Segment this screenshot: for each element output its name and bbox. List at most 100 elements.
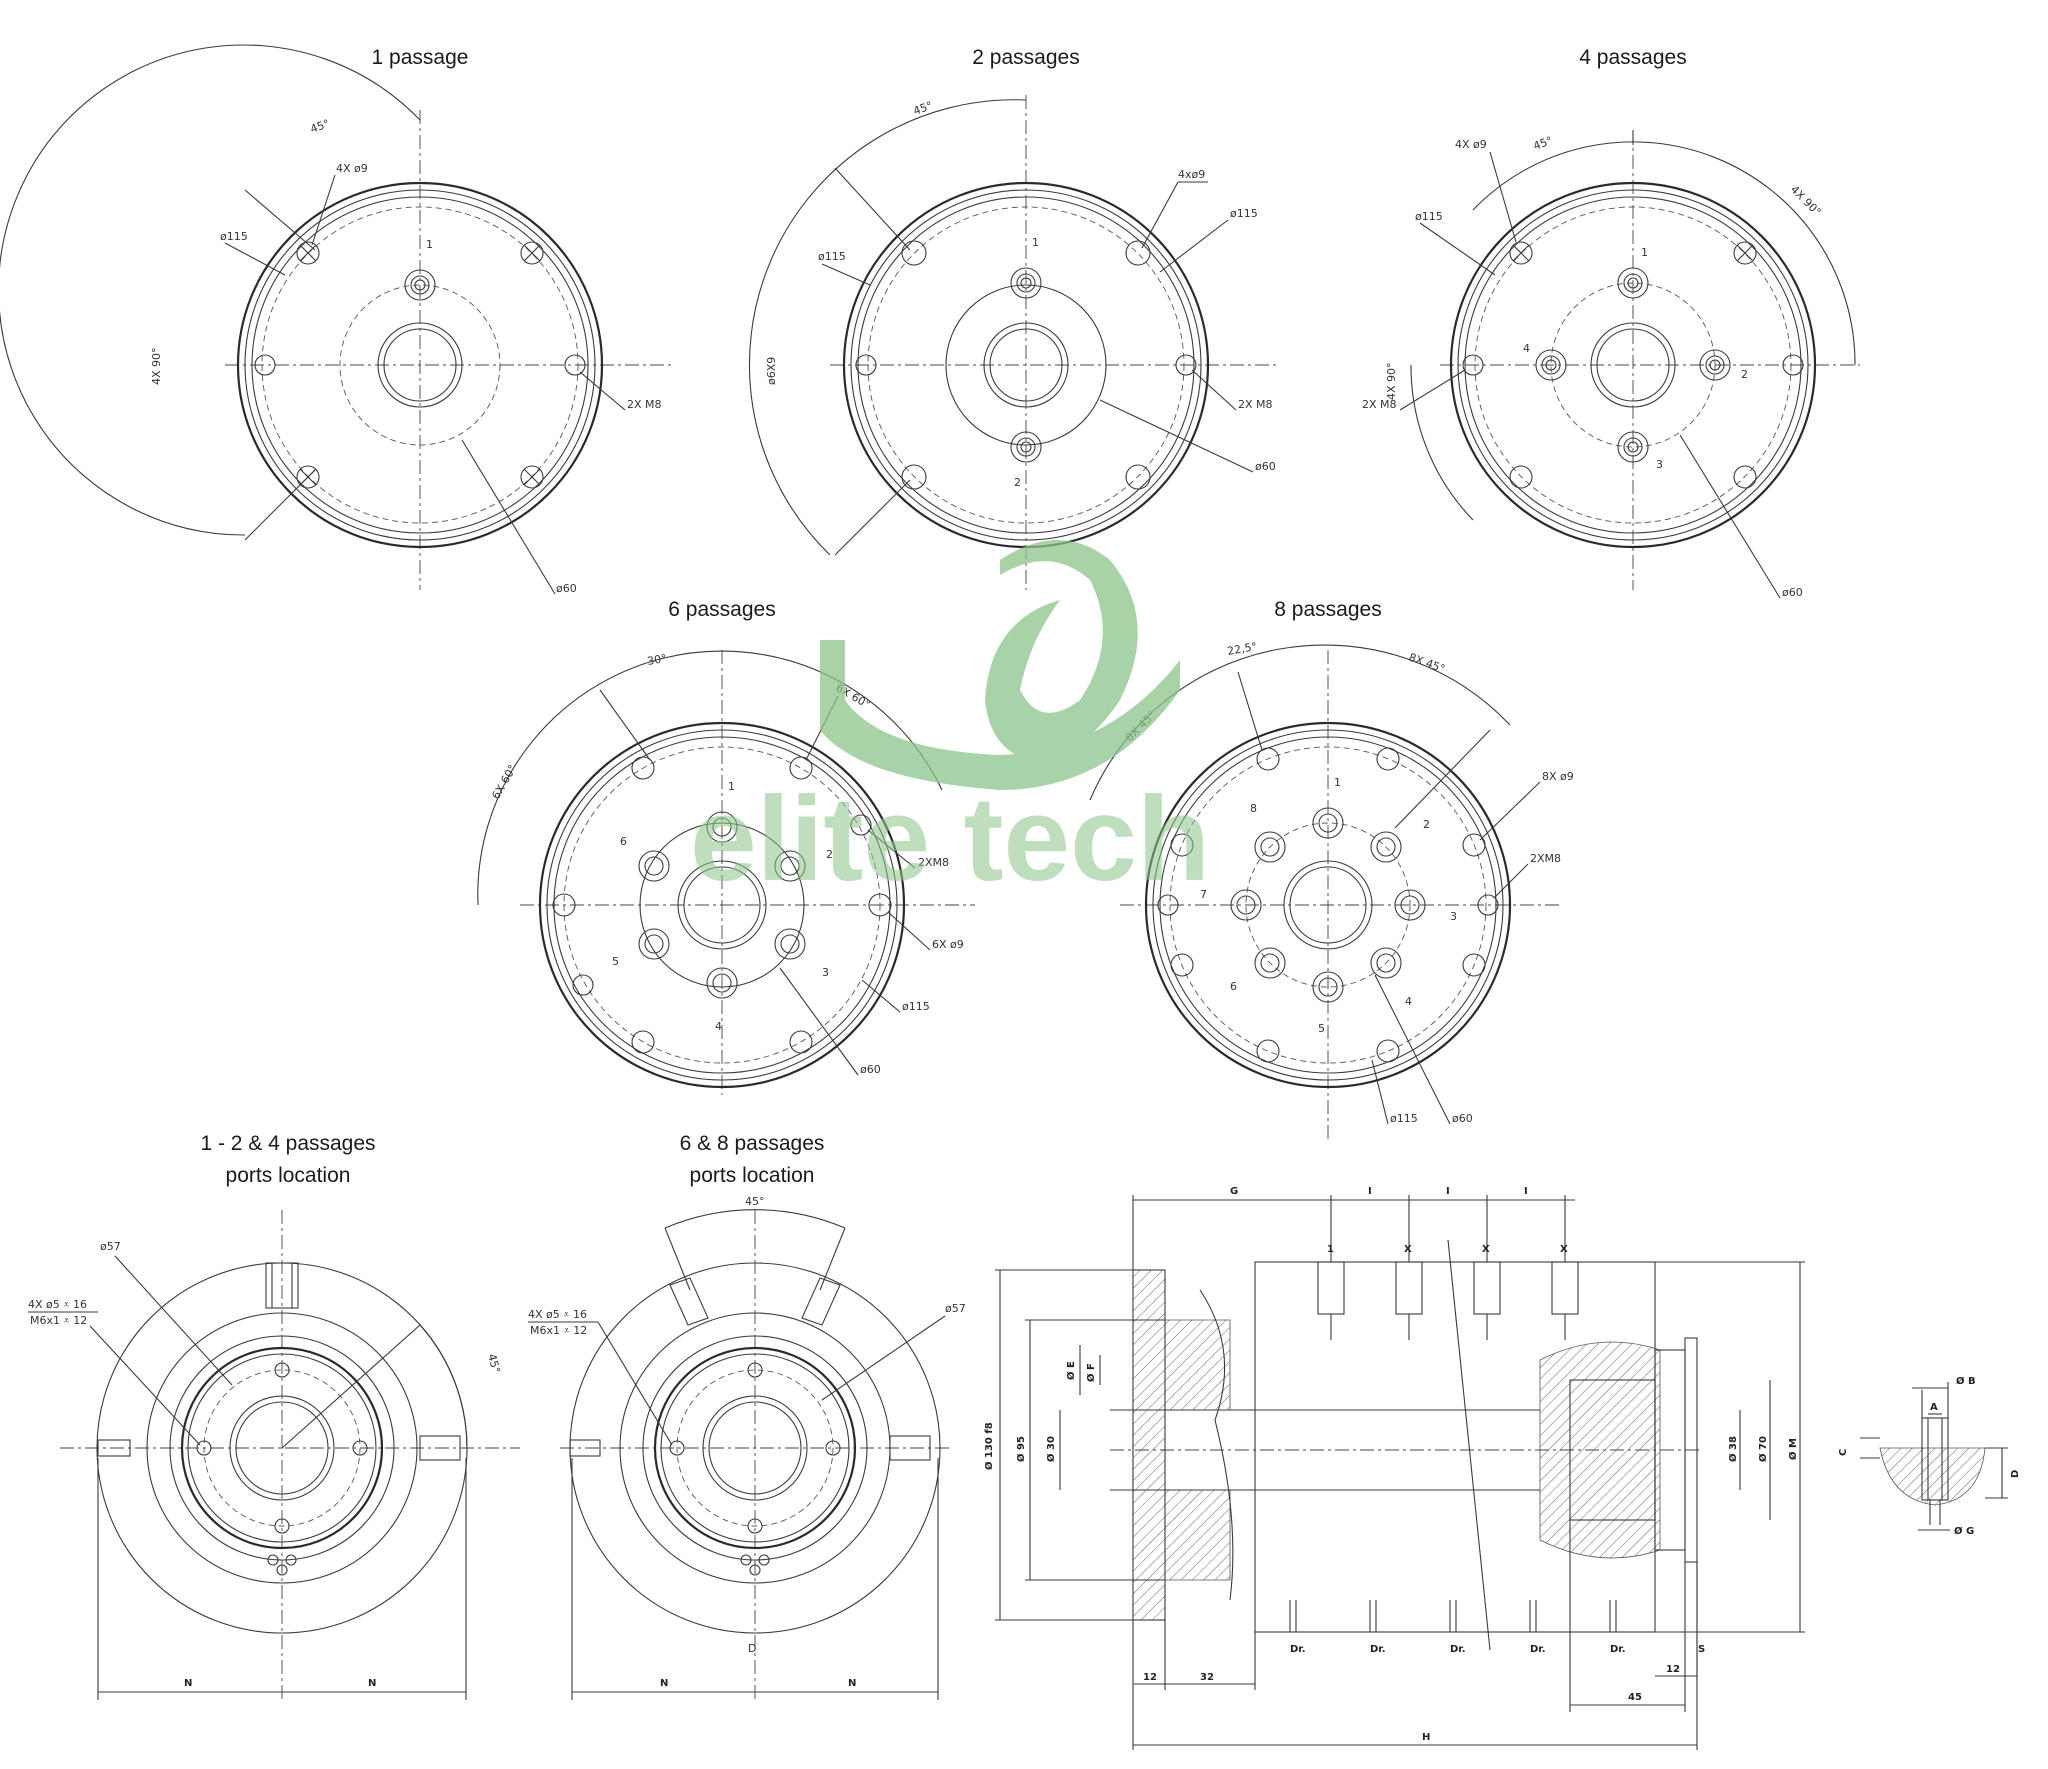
dim-60: ø60 (556, 582, 577, 595)
view-ports-124: ø57 4X ø5 ⩡ 16 M6x1 ⩡ 12 45° N N (28, 1210, 520, 1700)
dim-115: ø115 (902, 1000, 930, 1013)
dim-4x90: 4X 90° (1385, 362, 1398, 400)
ports-8 (1230, 807, 1426, 1003)
dim-115: ø115 (1390, 1112, 1418, 1125)
dim-m8: 2XM8 (918, 856, 949, 869)
port-2: 2 (1014, 476, 1021, 489)
dim-h: H (1422, 1732, 1430, 1743)
port-3: 3 (822, 966, 829, 979)
port-4: 4 (1523, 342, 1530, 355)
title-4-passages: 4 passages (1579, 46, 1686, 69)
dim-i: I (1524, 1186, 1528, 1197)
port-4: 4 (1405, 995, 1412, 1008)
port-2: 2 (826, 848, 833, 861)
dim-45: 45° (912, 99, 935, 118)
drain-label: Dr. (1450, 1644, 1466, 1655)
dim-4x90: 4X 90° (1788, 183, 1824, 219)
title-ports-68-sub: ports location (690, 1164, 815, 1187)
dim-60: ø60 (1452, 1112, 1473, 1125)
port-7: 7 (1200, 888, 1207, 901)
dim-4x9: 4xø9 (1178, 168, 1205, 181)
dim-g: G (1230, 1186, 1238, 1197)
dim-45: 45° (745, 1195, 765, 1208)
port-1: 1 (1641, 246, 1648, 259)
port-1: 1 (728, 780, 735, 793)
title-8-passages: 8 passages (1274, 598, 1381, 621)
dim-115: ø115 (818, 250, 846, 263)
port-1: 1 (1032, 236, 1039, 249)
dim-60: ø60 (1255, 460, 1276, 473)
title-2-passages: 2 passages (972, 46, 1079, 69)
dim-m: Ø M (1787, 1438, 1799, 1460)
port-2: 2 (1423, 818, 1430, 831)
detail-view: Ø B A C D Ø G (1838, 1375, 2021, 1537)
dim-45: 45° (309, 117, 332, 136)
title-ports-124: 1 - 2 & 4 passages (200, 1132, 375, 1155)
dim-12: 12 (1666, 1664, 1680, 1675)
dim-4x9: 4X ø9 (1455, 138, 1487, 151)
dim-n-right: N (848, 1678, 856, 1689)
dim-a: A (1930, 1402, 1938, 1413)
dim-115: ø115 (1230, 207, 1258, 220)
dim-57: ø57 (100, 1240, 121, 1253)
dim-f: Ø F (1085, 1363, 1097, 1382)
dim-45: 45 (1628, 1692, 1642, 1703)
dim-6x9: ø6X9 (765, 357, 778, 385)
dim-d: D (748, 1642, 756, 1655)
port-6: 6 (1230, 980, 1237, 993)
dim-m8: 2X M8 (1238, 398, 1273, 411)
port-4: 4 (715, 1020, 722, 1033)
dim-n-right: N (368, 1678, 376, 1689)
dim-130: Ø 130 f8 (983, 1422, 995, 1470)
thread-spec: 4X ø5 ⩡ 16 (28, 1298, 87, 1311)
dim-4x9: 4X ø9 (336, 162, 368, 175)
dim-8x9: 8X ø9 (1542, 770, 1574, 783)
dim-n-left: N (660, 1678, 668, 1689)
port-5: 5 (1318, 1022, 1325, 1035)
dim-6x60: 6X 60° (489, 762, 519, 801)
title-ports-68: 6 & 8 passages (680, 1132, 825, 1155)
dim-115: ø115 (1415, 210, 1443, 223)
dim-g: Ø G (1954, 1525, 1974, 1537)
port-1: 1 (1327, 1244, 1334, 1255)
thread-spec-2: M6x1 ⩡ 12 (530, 1324, 587, 1337)
port-5: 5 (612, 955, 619, 968)
dim-4x90: 4X 90° (150, 347, 163, 385)
thread-spec: 4X ø5 ⩡ 16 (528, 1308, 587, 1321)
port-3: 3 (1656, 458, 1663, 471)
dim-n-left: N (184, 1678, 192, 1689)
dim-32: 32 (1200, 1672, 1214, 1683)
port-2: 2 (1741, 368, 1748, 381)
radial-ports (1317, 1261, 1579, 1340)
title-1-passage: 1 passage (372, 46, 469, 69)
dim-30: Ø 30 (1045, 1436, 1057, 1462)
drain-label: Dr. (1530, 1644, 1546, 1655)
watermark-text: elite tech (690, 772, 1210, 906)
dim-c: C (1838, 1449, 1849, 1456)
view-4-passages: 45° 4X 90° 4X 90° 4X ø9 ø115 2X M8 ø60 1… (1362, 130, 1860, 599)
dim-i: I (1368, 1186, 1372, 1197)
view-1-passage: 45° 4X 90° 4X ø9 ø115 2X M8 ø60 1 (0, 44, 675, 595)
dim-95: Ø 95 (1015, 1436, 1027, 1462)
drain-label: Dr. (1370, 1644, 1386, 1655)
dim-6x9: 6X ø9 (932, 938, 964, 951)
dim-i: I (1446, 1186, 1450, 1197)
thread-spec-2: M6x1 ⩡ 12 (30, 1314, 87, 1327)
view-2-passages: 45° ø6X9 ø115 4xø9 ø115 2X M8 ø60 1 2 (748, 95, 1280, 590)
dim-b: Ø B (1956, 1375, 1976, 1387)
dim-45: 45° (1532, 134, 1555, 153)
dim-60: ø60 (1782, 586, 1803, 599)
dim-m8: 2X M8 (1362, 398, 1397, 411)
title-ports-124-sub: ports location (226, 1164, 351, 1187)
port-1: 1 (1334, 776, 1341, 789)
dim-8x45: 8X 45° (1407, 651, 1447, 676)
port-6: 6 (620, 835, 627, 848)
dim-38: Ø 38 (1727, 1436, 1739, 1462)
dim-70: Ø 70 (1757, 1436, 1769, 1462)
view-ports-68: 45° ø57 4X ø5 ⩡ 16 M6x1 ⩡ 12 D N N (528, 1195, 966, 1700)
dim-12: 12 (1143, 1672, 1157, 1683)
dim-e: Ø E (1065, 1361, 1077, 1380)
title-6-passages: 6 passages (668, 598, 775, 621)
watermark-logo: elite tech (690, 540, 1210, 906)
port-8: 8 (1250, 802, 1257, 815)
